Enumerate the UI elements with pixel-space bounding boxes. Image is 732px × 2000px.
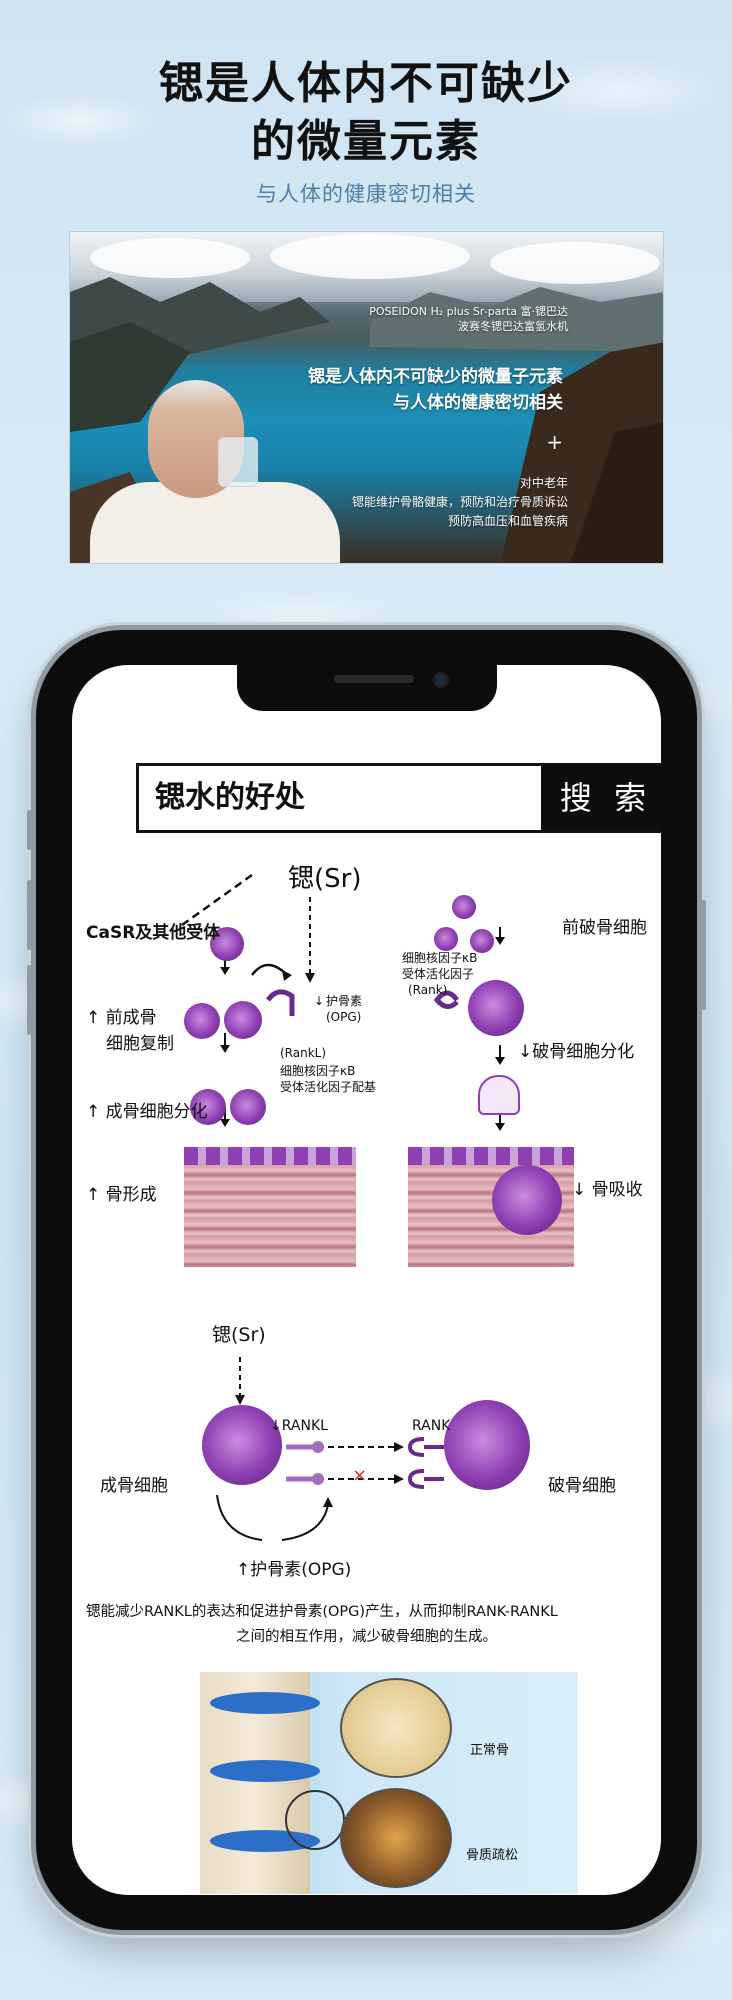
strontium-label: 锶(Sr)	[288, 864, 362, 894]
camera-icon	[433, 672, 449, 688]
page-title-line1: 锶是人体内不可缺少	[159, 58, 573, 109]
osteoblast-cell	[184, 1003, 220, 1039]
rankl-line3: 受体活化因子配基	[280, 1080, 377, 1094]
phone-mockup: 锶水的好处 搜 索 锶(Sr)	[27, 630, 706, 1930]
pre-osteoblast-line1: ↑ 前成骨	[86, 1008, 157, 1028]
preosteoclast-cell	[452, 895, 476, 919]
osteoclast-label: 破骨细胞	[548, 1476, 616, 1496]
banner-headline-line1: 锶是人体内不可缺少的微量子元素	[308, 367, 563, 387]
osteoclast-diff-label: ↓破骨细胞分化	[518, 1042, 635, 1062]
banner-note-title: 对中老年	[519, 476, 568, 490]
power-button	[701, 900, 706, 1010]
caption-line2: 之间的相互作用，减少破骨细胞的生成。	[236, 1629, 497, 1645]
bone-formation-tissue	[184, 1147, 356, 1267]
page-subtitle: 与人体的健康密切相关	[256, 182, 476, 206]
bone-comparison-image: 正常骨 骨质疏松	[200, 1672, 578, 1894]
bone-formation-label: ↑ 骨形成	[86, 1185, 157, 1205]
speaker-icon	[334, 675, 414, 683]
man-shirt	[90, 482, 340, 563]
osteoblast-diff-label: ↑ 成骨细胞分化	[86, 1102, 208, 1122]
banner-note-line1: 锶能维护骨骼健康，预防和治疗骨质诉讼	[351, 495, 568, 509]
cloud	[490, 242, 660, 284]
rank-text-line1: 细胞核因子κB	[402, 951, 478, 965]
resorbing-osteoclast	[492, 1165, 562, 1235]
mute-switch	[27, 810, 32, 850]
hero-banner: POSEIDON H₂ plus Sr-parta 富·锶巴达 波赛冬锶巴达富氢…	[69, 231, 664, 564]
banner-note-line2: 预防高血压和血管疾病	[447, 514, 568, 528]
osteoclast-cell-2	[444, 1400, 530, 1490]
search-bar: 锶水的好处 搜 索	[136, 763, 661, 833]
osteoblast-cell	[230, 1089, 266, 1125]
osteoporosis-label: 骨质疏松	[466, 1848, 519, 1863]
rank-label: RANK	[412, 1418, 451, 1434]
rankl-line1: (RankL)	[280, 1046, 327, 1060]
block-mark-icon: ×	[352, 1465, 368, 1486]
osteoblast-label: 成骨细胞	[100, 1476, 168, 1496]
preosteoclast-cell	[434, 927, 458, 951]
rank-text-line2: 受体活化因子	[402, 967, 475, 981]
osteoporosis-bone-circle	[340, 1788, 452, 1888]
banner-brand-line1: POSEIDON H₂ plus Sr-parta 富·锶巴达	[369, 305, 568, 318]
osteoblast-cell-2	[202, 1405, 282, 1485]
pre-osteoblast-line2: 细胞复制	[106, 1034, 174, 1054]
osteoclast-ghost	[478, 1075, 520, 1115]
preosteoclast-label: 前破骨细胞	[562, 918, 647, 938]
page-title-line2: 的微量元素	[251, 116, 481, 167]
banner-brand-line2: 波赛冬锶巴达富氢水机	[458, 320, 568, 333]
phone-screen: 锶水的好处 搜 索 锶(Sr)	[72, 665, 661, 1895]
osteoblast-cell	[190, 1089, 226, 1125]
zoom-circle	[285, 1790, 345, 1850]
opg-label-2: ↑护骨素(OPG)	[236, 1560, 352, 1580]
search-button[interactable]: 搜 索	[541, 766, 661, 830]
preosteoclast-cell	[470, 929, 494, 953]
osteoblast-cell	[224, 1001, 262, 1039]
opg-down-arrow: ↓	[314, 994, 325, 1008]
osteoclast-cell	[468, 980, 524, 1036]
opg-label: 护骨素 (OPG)	[326, 994, 363, 1024]
banner-headline-line2: 与人体的健康密切相关	[393, 393, 563, 413]
cloud	[90, 238, 250, 278]
bone-resorption-label: ↓ 骨吸收	[572, 1180, 643, 1200]
casr-label: CaSR及其他受体	[86, 923, 221, 943]
rankl-line2: 细胞核因子κB	[280, 1064, 356, 1078]
rank-text-line3: (Rank)	[408, 983, 448, 997]
osteoblast-cell	[210, 927, 244, 961]
volume-up-button	[27, 880, 32, 950]
phone-notch	[237, 665, 497, 711]
cloud	[270, 234, 470, 279]
plus-icon: +	[546, 430, 563, 454]
water-glass	[218, 437, 258, 487]
rankl-arrows	[216, 1357, 444, 1541]
volume-down-button	[27, 965, 32, 1035]
search-input[interactable]: 锶水的好处	[155, 780, 305, 815]
rankl-label: ↓RANKL	[270, 1418, 328, 1434]
spinal-disc	[210, 1692, 320, 1714]
normal-bone-label: 正常骨	[470, 1743, 510, 1758]
strontium-label-2: 锶(Sr)	[212, 1324, 266, 1346]
normal-bone-circle	[340, 1678, 452, 1778]
caption-line1: 锶能减少RANKL的表达和促进护骨素(OPG)产生，从而抑制RANK-RANKL	[86, 1604, 558, 1620]
spinal-disc	[210, 1760, 320, 1782]
